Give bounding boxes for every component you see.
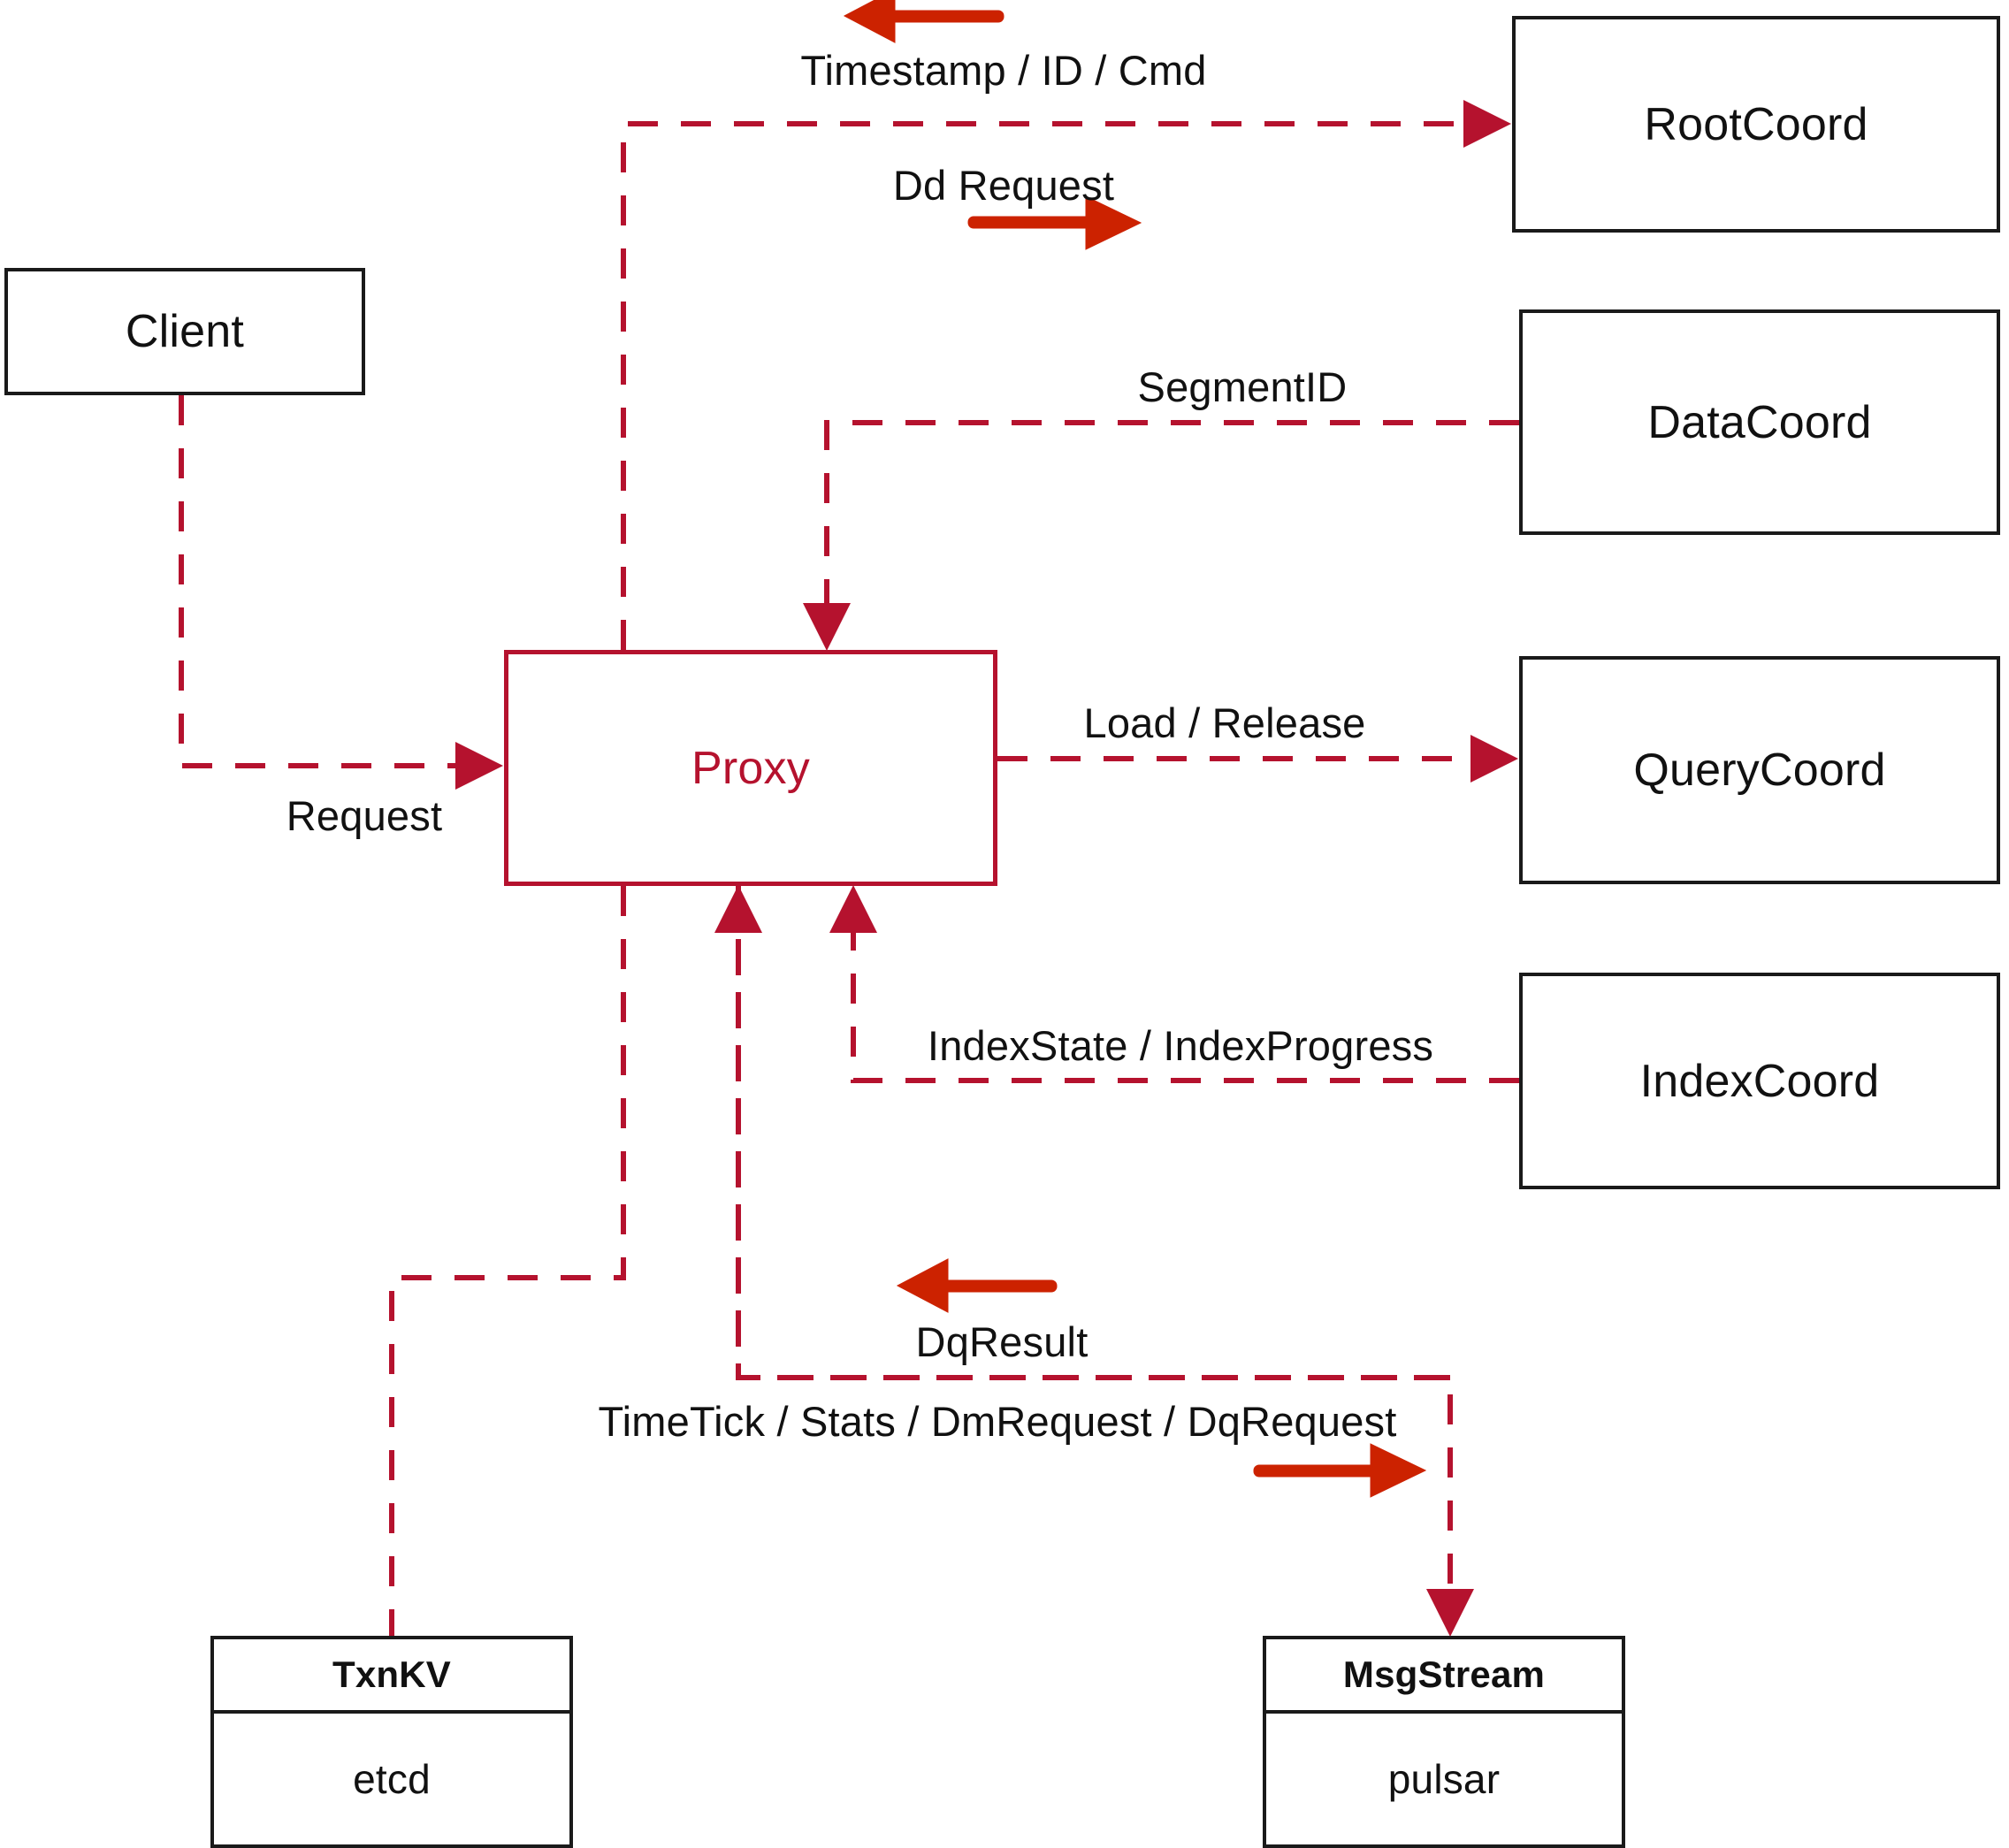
node-msgstream-impl-label: pulsar: [1387, 1756, 1501, 1802]
edge-label-dd-request: Dd Request: [892, 162, 1115, 209]
node-data-coord-label: DataCoord: [1647, 396, 1872, 448]
edge-label-load-release: Load / Release: [1083, 699, 1366, 746]
node-proxy-label: Proxy: [691, 742, 810, 794]
node-msgstream-label: MsgStream: [1342, 1653, 1546, 1695]
node-data-coord[interactable]: DataCoord: [1519, 309, 2000, 535]
edge-dq-result: [714, 885, 1450, 1380]
node-client[interactable]: Client: [4, 268, 365, 395]
node-msgstream-impl: pulsar: [1266, 1714, 1622, 1844]
edge-segment-id: [803, 420, 1519, 651]
node-msgstream-header: MsgStream: [1266, 1639, 1622, 1714]
edge-label-dq-result: DqResult: [915, 1318, 1089, 1365]
edge-txnkv-link: [389, 886, 626, 1636]
edge-timetick-stats: [736, 886, 1474, 1637]
node-txnkv-label: TxnKV: [332, 1653, 451, 1695]
edge-label-timetick-stats: TimeTick / Stats / DmRequest / DqRequest: [598, 1398, 1397, 1445]
node-txnkv-impl: etcd: [214, 1714, 569, 1844]
node-msgstream[interactable]: MsgStream pulsar: [1263, 1636, 1625, 1848]
edge-label-timestamp-id-cmd: Timestamp / ID / Cmd: [800, 47, 1207, 94]
node-root-coord[interactable]: RootCoord: [1512, 16, 2000, 233]
edge-label-segment-id: SegmentID: [1137, 363, 1348, 410]
direction-arrow-dq-result: [896, 1258, 1058, 1313]
node-index-coord[interactable]: IndexCoord: [1519, 973, 2000, 1189]
node-txnkv-header: TxnKV: [214, 1639, 569, 1714]
edge-request: [179, 395, 503, 790]
edge-label-index-state: IndexState / IndexProgress: [927, 1022, 1434, 1069]
node-root-coord-label: RootCoord: [1644, 98, 1868, 150]
node-query-coord-label: QueryCoord: [1633, 745, 1886, 796]
direction-arrow-dq-request: [1253, 1443, 1427, 1498]
node-query-coord[interactable]: QueryCoord: [1519, 656, 2000, 884]
node-proxy[interactable]: Proxy: [504, 650, 997, 886]
node-index-coord-label: IndexCoord: [1639, 1055, 1880, 1107]
edge-label-request: Request: [286, 792, 443, 839]
direction-arrow-timestamp: [843, 0, 1004, 43]
node-txnkv-impl-label: etcd: [353, 1756, 431, 1802]
node-client-label: Client: [125, 306, 245, 357]
node-txnkv[interactable]: TxnKV etcd: [210, 1636, 573, 1848]
